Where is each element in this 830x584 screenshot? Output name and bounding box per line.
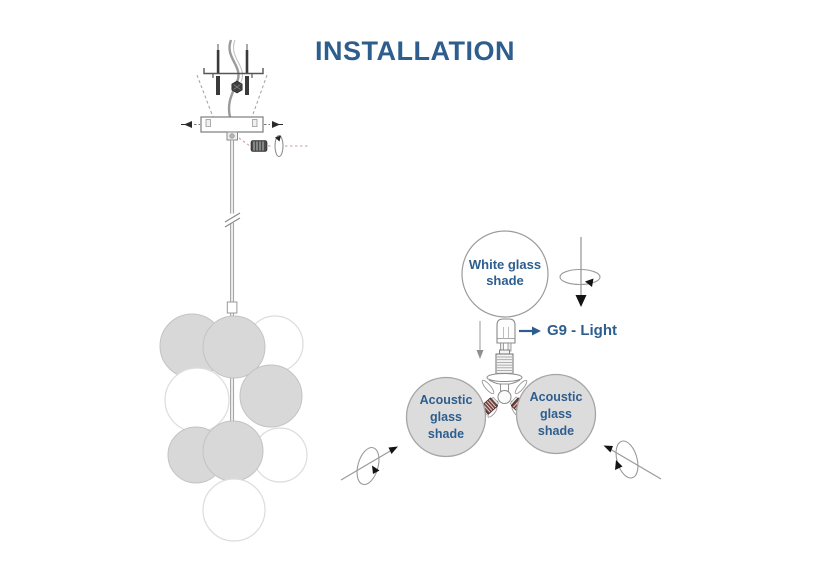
shade-sphere [164,367,230,433]
shade-sphere [239,364,303,428]
lamp-socket-icon [486,349,523,404]
acoustic-shade-right-label: Acoustic glass shade [529,390,583,438]
rotation-arrow-left-icon [340,446,398,486]
glass-shade-cluster [159,313,308,542]
white-shade-circle [461,230,549,318]
page-title: INSTALLATION [315,36,515,66]
rotation-arrow-icon [274,135,284,157]
insert-down-arrow-icon [476,321,484,359]
mounting-screw-left-icon [216,44,220,95]
rotation-arrow-vertical-icon [559,237,601,307]
g9-bulb-icon [496,318,516,352]
pendant-rod [224,139,241,426]
petal [481,379,495,395]
acoustic-shade-right-circle [515,373,597,455]
mounting-bracket [203,68,264,75]
wire-connector-icon [231,80,243,94]
thumb-screw-icon [238,135,308,157]
rod-connector [226,301,238,314]
rotation-arrow-right-icon [603,440,662,480]
shade-sphere [202,478,266,542]
ceiling-mount [181,39,308,157]
exploded-view [340,230,662,486]
shade-sphere [202,315,266,379]
acoustic-shade-left-circle [405,376,487,458]
canopy-plate [200,116,264,133]
mounting-screw-right-icon [245,44,249,95]
petal [514,379,528,395]
acoustic-shade-left-label: Acoustic glass shade [419,393,473,441]
outward-arrow-left-icon [181,121,200,128]
strain-relief-nut [226,131,238,141]
g9-light-label: G9 - Light [547,322,617,339]
shade-sphere [202,420,264,482]
g9-label-arrow-icon [519,326,541,336]
white-shade-label: White glass shade [468,257,542,288]
outward-arrow-right-icon [264,121,283,128]
